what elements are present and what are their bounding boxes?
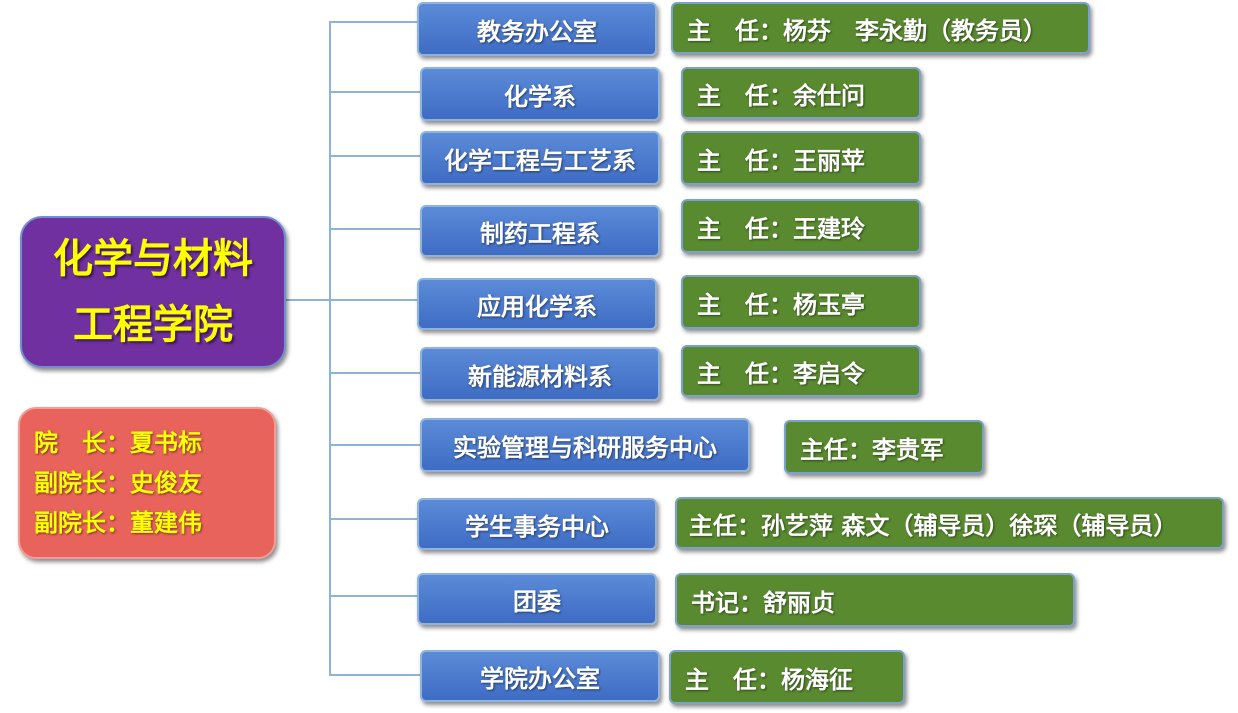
dept-head-chemistry: 主 任：余仕问 xyxy=(681,67,921,119)
dept-youth-league: 团委 xyxy=(417,573,657,625)
dept-lab-management-center: 实验管理与科研服务中心 xyxy=(420,418,750,472)
dept-head-lab-management-center: 主任：李贵军 xyxy=(784,420,984,474)
branch-line xyxy=(330,155,420,157)
dept-head-text: 主 任：杨芬 李永勤（教务员） xyxy=(687,15,1047,45)
dept-new-energy-materials: 新能源材料系 xyxy=(420,347,660,401)
dept-name: 学院办公室 xyxy=(480,663,600,693)
branch-line xyxy=(330,91,420,93)
college-name-line2: 工程学院 xyxy=(73,301,233,348)
dept-applied-chemistry: 应用化学系 xyxy=(417,278,657,330)
dept-name: 实验管理与科研服务中心 xyxy=(453,432,717,462)
college-root-box: 化学与材料 工程学院 xyxy=(20,216,286,368)
dept-chemical-engineering: 化学工程与工艺系 xyxy=(420,131,660,185)
dept-head-youth-league: 书记：舒丽贞 xyxy=(675,573,1075,627)
dept-name: 制药工程系 xyxy=(480,218,600,248)
branch-line xyxy=(330,444,420,446)
dept-name: 学生事务中心 xyxy=(465,511,609,541)
vice-dean-label: 副院长：董建伟 xyxy=(34,508,202,537)
dept-head-college-office: 主 任：杨海征 xyxy=(669,650,905,704)
dept-name: 教务办公室 xyxy=(477,16,597,46)
college-name-line1: 化学与材料 xyxy=(53,235,253,282)
dept-head-text: 主任：孙艺萍 森文（辅导员）徐琛（辅导员） xyxy=(689,510,1178,540)
branch-line xyxy=(330,518,418,520)
dept-student-affairs-center: 学生事务中心 xyxy=(417,498,657,550)
dept-name: 应用化学系 xyxy=(477,291,597,321)
root-connector xyxy=(284,299,330,301)
leadership-box: 院 长：夏书标 副院长：史俊友 副院长：董建伟 xyxy=(18,407,276,559)
dept-head-text: 主 任：王丽苹 xyxy=(697,145,865,175)
branch-line xyxy=(330,372,420,374)
dept-college-office: 学院办公室 xyxy=(420,650,660,702)
dept-head-text: 书记：舒丽贞 xyxy=(691,587,835,617)
dept-head-text: 主 任：王建玲 xyxy=(697,213,865,243)
dept-chemistry: 化学系 xyxy=(420,67,660,121)
dept-head-chemical-engineering: 主 任：王丽苹 xyxy=(681,131,921,185)
dept-name: 化学工程与工艺系 xyxy=(444,145,636,175)
dept-name: 新能源材料系 xyxy=(468,361,612,391)
branch-line xyxy=(330,228,420,230)
dean-label: 院 长：夏书标 xyxy=(34,428,202,457)
branch-line xyxy=(330,595,418,597)
dept-head-text: 主 任：杨海征 xyxy=(685,664,853,694)
trunk-line xyxy=(329,21,331,676)
branch-line xyxy=(330,21,418,23)
dept-head-text: 主 任：李启令 xyxy=(697,358,865,388)
dept-pharmaceutical-engineering: 制药工程系 xyxy=(420,205,660,257)
dept-head-text: 主任：李贵军 xyxy=(800,434,944,464)
dept-head-student-affairs-center: 主任：孙艺萍 森文（辅导员）徐琛（辅导员） xyxy=(675,497,1224,549)
dept-name: 化学系 xyxy=(504,81,576,111)
branch-line xyxy=(330,299,418,301)
dept-head-text: 主 任：杨玉亭 xyxy=(697,289,865,319)
dept-academic-affairs-office: 教务办公室 xyxy=(417,2,657,56)
dept-head-academic-affairs-office: 主 任：杨芬 李永勤（教务员） xyxy=(671,2,1090,54)
vice-dean-label: 副院长：史俊友 xyxy=(34,468,202,497)
branch-line xyxy=(330,674,420,676)
dept-name: 团委 xyxy=(513,586,561,616)
dept-head-new-energy-materials: 主 任：李启令 xyxy=(681,345,921,397)
dept-head-pharmaceutical-engineering: 主 任：王建玲 xyxy=(681,199,921,253)
dept-head-applied-chemistry: 主 任：杨玉亭 xyxy=(681,275,921,329)
dept-head-text: 主 任：余仕问 xyxy=(697,80,865,110)
